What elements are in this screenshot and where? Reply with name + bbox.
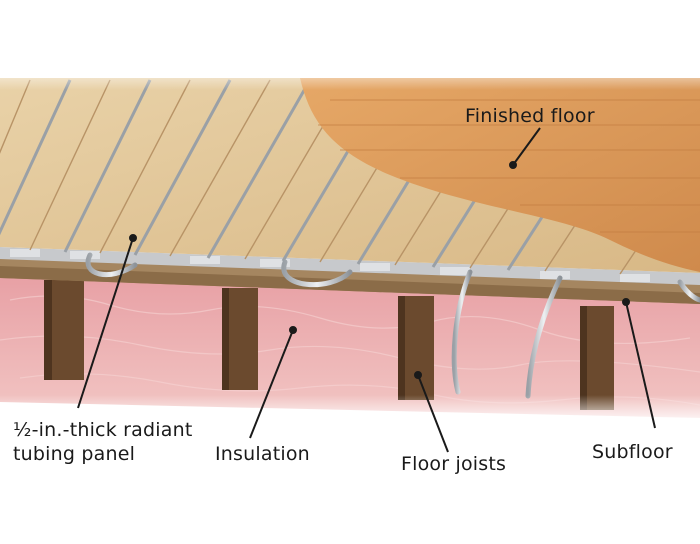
tubing-panel-channels — [10, 249, 650, 282]
label-tubing-panel-line2: tubing panel — [13, 443, 136, 465]
leader-insulation — [249, 329, 294, 439]
leader-lines — [77, 127, 656, 453]
label-finished-floor: Finished floor — [465, 105, 595, 127]
insulation-layer — [0, 268, 700, 418]
leader-subfloor — [625, 301, 656, 429]
finished-floor — [300, 78, 700, 272]
hardwood-seams — [318, 99, 700, 233]
label-floor-joists: Floor joists — [401, 453, 507, 475]
label-insulation: Insulation — [215, 443, 310, 465]
radiant-tubing — [85, 252, 700, 399]
leader-floor-joists — [417, 374, 449, 453]
leader-tubing-panel — [77, 237, 134, 409]
floor-joists — [44, 280, 614, 410]
leader-finished-floor — [512, 127, 541, 166]
label-tubing-panel-line1: ½-in.-thick radiant — [13, 419, 193, 441]
label-subfloor: Subfloor — [592, 441, 673, 463]
